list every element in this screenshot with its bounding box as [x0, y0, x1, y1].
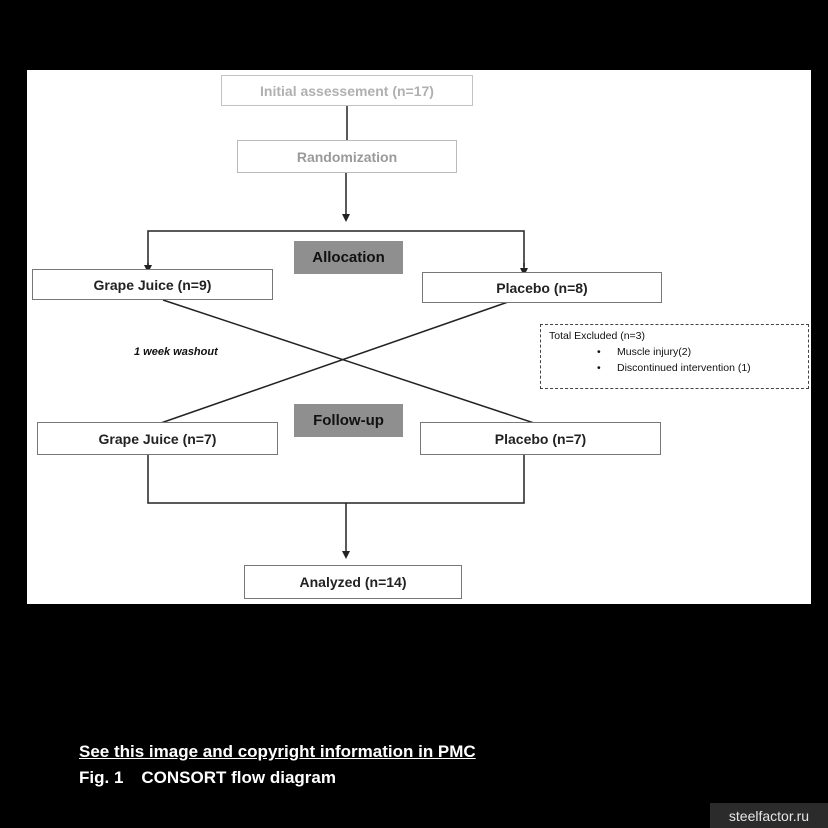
excluded-box: Total Excluded (n=3) Muscle injury(2) Di… — [540, 324, 809, 389]
crossover-line-2 — [157, 301, 509, 425]
allocation-label: Allocation — [294, 241, 403, 274]
allocation-split-line — [147, 230, 525, 267]
placebo-allocation-box: Placebo (n=8) — [422, 272, 662, 303]
excluded-title: Total Excluded (n=3) — [549, 330, 646, 342]
follow-up-label: Follow-up — [294, 404, 403, 437]
analyzed-box: Analyzed (n=14) — [244, 565, 462, 599]
connector-lines — [144, 105, 541, 559]
excluded-item-discontinued: Discontinued intervention (1) — [597, 362, 800, 374]
crossover-line-1 — [162, 299, 541, 426]
diagram-panel: Initial assessement (n=17) Randomization… — [27, 70, 811, 604]
pmc-copyright-link[interactable]: See this image and copyright information… — [79, 742, 476, 761]
placebo-followup-box: Placebo (n=7) — [420, 422, 661, 455]
merge-line — [147, 455, 525, 504]
figure-caption: Fig. 1 CONSORT flow diagram — [79, 768, 336, 788]
initial-assessment-box: Initial assessement (n=17) — [221, 75, 473, 106]
randomization-box: Randomization — [237, 140, 457, 173]
watermark: steelfactor.ru — [710, 803, 828, 828]
excluded-list: Muscle injury(2) Discontinued interventi… — [549, 346, 800, 374]
grape-juice-allocation-box: Grape Juice (n=9) — [32, 269, 273, 300]
figure-title: CONSORT flow diagram — [141, 768, 336, 787]
grape-juice-followup-box: Grape Juice (n=7) — [37, 422, 278, 455]
excluded-item-muscle-injury: Muscle injury(2) — [597, 346, 800, 358]
figure-number: Fig. 1 — [79, 768, 124, 787]
washout-label: 1 week washout — [134, 346, 218, 358]
